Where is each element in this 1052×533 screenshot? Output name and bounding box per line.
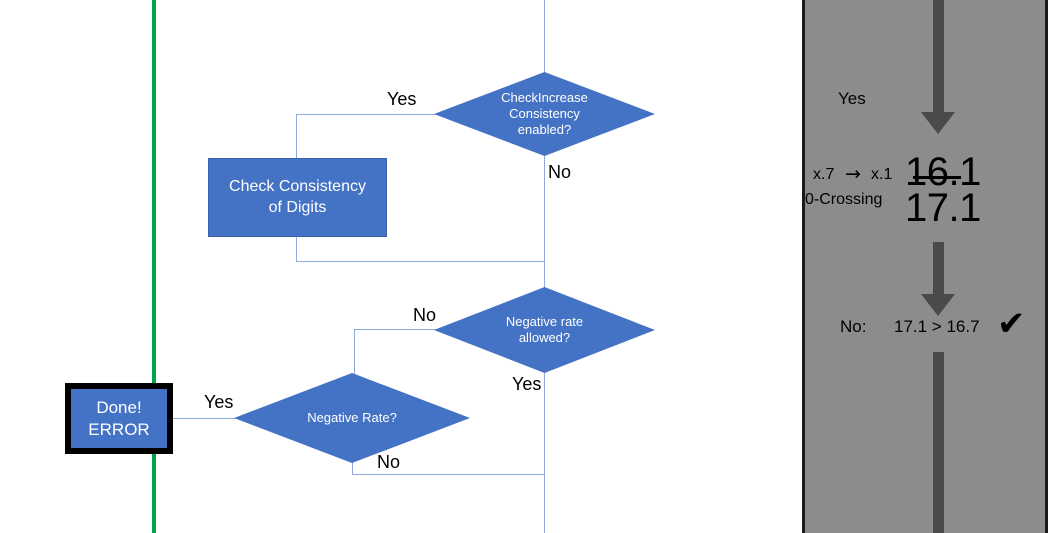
connector-negrate-yes (173, 418, 236, 419)
decision-check-increase-line1: CheckIncrease (501, 90, 588, 106)
panel-yes-label: Yes (838, 89, 866, 108)
decision-negative-rate-allowed-line1: Negative rate (505, 314, 584, 330)
panel-rule-zerocrossing-label: 0-Crossing (805, 191, 883, 208)
panel-rule-arrow-icon: → (845, 163, 861, 185)
panel-comparison-text: 17.1 > 16.7 (894, 317, 980, 336)
panel-arrow-2-shaft (933, 242, 944, 294)
connector-checkincrease-yes-horizontal (296, 114, 436, 115)
decision-negative-rate[interactable]: Negative Rate? (234, 373, 470, 463)
panel-arrow-1-head-icon (921, 112, 955, 134)
panel-arrow-2-head-icon (921, 294, 955, 316)
decision-negative-rate-label: Negative Rate? (307, 410, 397, 426)
connector-checkincrease-yes-vertical (296, 114, 297, 159)
connector-checkincrease-no (544, 155, 545, 295)
panel-value-current: 17.1 (905, 186, 981, 230)
panel-value-struck: 16.1 (905, 150, 981, 194)
panel-value-strikethrough (913, 176, 961, 179)
decision-check-increase-consistency[interactable]: CheckIncrease Consistency enabled? (434, 72, 655, 156)
decision-check-increase-line2: Consistency (509, 106, 580, 122)
decision-negative-rate-allowed[interactable]: Negative rate allowed? (434, 287, 655, 373)
connector-consistency-exit-vertical (296, 234, 297, 262)
decision-check-increase-line3: enabled? (517, 121, 572, 137)
green-divider-line (152, 0, 156, 533)
connector-negallowed-no-horizontal (354, 329, 436, 330)
edge-label-checkincrease-no: No (548, 162, 572, 182)
edge-label-negrate-no: No (377, 452, 401, 472)
terminal-done-error-line1: Done! (96, 397, 142, 417)
connector-negrate-no-vertical (352, 462, 353, 475)
panel-check-icon: ✔ (997, 304, 1026, 344)
panel-rule-x7-label: x.7 (813, 166, 835, 183)
connector-negallowed-no-vertical (354, 329, 355, 375)
connector-negallowed-yes (544, 373, 545, 474)
process-check-consistency-line2: of Digits (268, 198, 327, 216)
decision-negative-rate-allowed-line2: allowed? (518, 330, 571, 345)
terminal-done-error-line2: ERROR (88, 419, 150, 439)
panel-arrow-1-shaft (933, 0, 944, 112)
connector-negrate-no-horizontal (352, 474, 545, 475)
connector-trunk-top (544, 0, 545, 74)
connector-consistency-exit-horizontal (296, 261, 545, 262)
edge-label-negrate-yes: Yes (204, 392, 234, 412)
edge-label-checkincrease-yes: Yes (387, 89, 417, 109)
panel-arrow-3-shaft (933, 352, 944, 533)
panel-rule-x1-label: x.1 (871, 166, 893, 183)
panel-no-label: No: (840, 317, 867, 336)
edge-label-negallowed-yes: Yes (512, 374, 542, 394)
edge-label-negallowed-no: No (413, 305, 437, 325)
terminal-done-error[interactable]: Done! ERROR (65, 383, 173, 454)
annotation-panel: Yes x.7 → x.1 0-Crossing 16.1 17.1 No: 1… (802, 0, 1048, 533)
process-check-consistency-line1: Check Consistency (229, 177, 366, 195)
process-check-consistency-of-digits[interactable]: Check Consistency of Digits (208, 158, 387, 237)
connector-trunk-bottom (544, 474, 545, 533)
